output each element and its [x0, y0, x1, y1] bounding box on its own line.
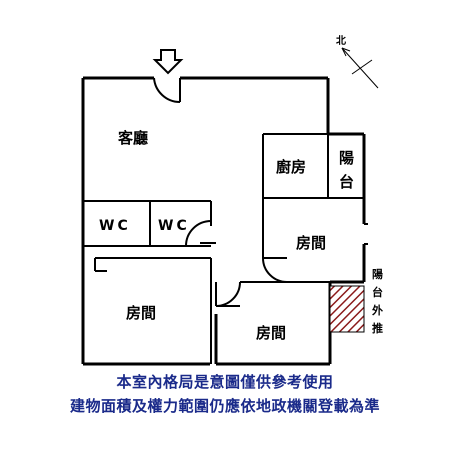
room-balcony-label-2: 台: [339, 173, 354, 191]
room-living-label: 客廳: [117, 129, 148, 147]
room-wc2-label: WC: [158, 218, 190, 234]
room-bedroom-bottom-label: 房間: [256, 324, 286, 342]
balcony-extension-hatch: [329, 285, 365, 333]
north-label: 北: [336, 34, 346, 47]
balcony-extension-label-3: 外: [371, 303, 383, 317]
interior-doors: [94, 220, 368, 307]
disclaimer-line-2: 建物面積及權力範圍仍應依地政機關登載為準: [69, 397, 380, 415]
disclaimer-line-1: 本室內格局是意圖僅供參考使用: [116, 373, 334, 391]
room-balcony-label-1: 陽: [339, 149, 354, 167]
room-wc1-label: WC: [99, 218, 131, 234]
balcony-extension-label-1: 陽: [372, 267, 383, 281]
north-compass-icon: [341, 47, 379, 89]
balcony-extension-label-2: 台: [372, 285, 383, 299]
room-bedroom-left-label: 房間: [126, 304, 156, 322]
entrance-door: [153, 77, 181, 104]
room-bedroom-right-label: 房間: [296, 234, 326, 252]
entrance-arrow-icon: [152, 49, 184, 75]
interior-walls: [83, 133, 364, 364]
room-kitchen-label: 廚房: [276, 158, 306, 176]
balcony-extension-label-4: 推: [372, 321, 383, 335]
